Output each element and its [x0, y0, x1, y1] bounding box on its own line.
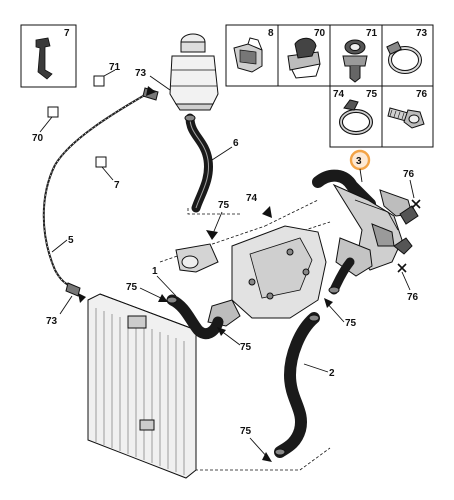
clip-grid: 8 70 71 73 74 75 76 [225, 24, 434, 148]
engine-block: 75 [175, 200, 327, 327]
callout-75-b: 75 [126, 282, 138, 293]
callout-76-top: 76 [403, 169, 415, 180]
callout-70-wire: 70 [32, 133, 44, 144]
callout-75-a: 75 [218, 200, 230, 211]
callout-75-box: 75 [366, 89, 378, 100]
callout-75-e: 75 [240, 426, 252, 437]
radiator [87, 293, 197, 479]
radiator-bottom-hose-2: 2 75 75 [240, 298, 357, 462]
push-clip-icon [342, 39, 368, 83]
expansion-tank: 73 [135, 33, 219, 111]
tank-hose-6: 6 [184, 113, 239, 213]
callout-5: 5 [68, 235, 74, 246]
callout-73-box: 73 [416, 28, 428, 39]
radiator-top-hose-1: 1 75 75 [126, 266, 252, 353]
part-7-box: 7 [20, 24, 77, 88]
callout-74-box: 74 [333, 89, 345, 100]
callout-73-tank: 73 [135, 68, 147, 79]
callout-74-main: 74 [246, 193, 258, 204]
callout-75-d: 75 [345, 318, 357, 329]
outlet-housing-3: 3 76 76 [312, 149, 421, 303]
worm-clamp-icon [386, 41, 422, 74]
callout-3: 3 [356, 156, 362, 167]
callout-76-bottom: 76 [407, 292, 419, 303]
callout-73-bottom: 73 [46, 316, 58, 327]
callout-6: 6 [233, 138, 239, 149]
hose-clip-icon [233, 37, 263, 73]
callout-76-box: 76 [416, 89, 428, 100]
radiator-fins [95, 308, 185, 475]
callout-71-wire: 71 [109, 62, 121, 73]
callout-1: 1 [152, 266, 158, 277]
bolt-icon [387, 107, 425, 129]
sensor-cable: 71 70 7 5 73 [32, 62, 159, 327]
callout-2: 2 [329, 368, 335, 379]
bracket-clip-icon [35, 37, 53, 80]
callout-8: 8 [268, 28, 274, 39]
callout-71-box: 71 [366, 28, 378, 39]
spring-clamp-icon [339, 99, 373, 135]
callout-75-c: 75 [240, 342, 252, 353]
callout-7-box: 7 [64, 28, 70, 39]
callout-70-box: 70 [314, 28, 326, 39]
callout-7-wire: 7 [114, 180, 120, 191]
pipe-clip-icon [287, 37, 321, 79]
